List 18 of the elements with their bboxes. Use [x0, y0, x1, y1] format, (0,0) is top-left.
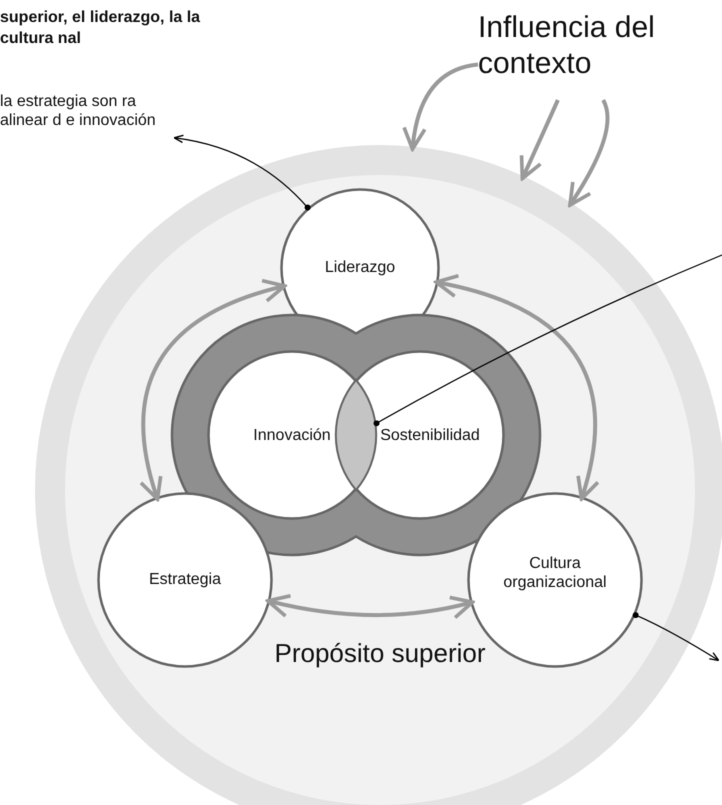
double-arrow	[266, 594, 474, 620]
leader-line	[374, 254, 722, 426]
node-label: Sostenibilidad	[379, 426, 481, 446]
leader-line	[173, 134, 311, 211]
node-label: Estrategia	[148, 570, 222, 590]
curved-heading: Propósito superior	[274, 638, 486, 670]
note-text: la estrategia son ra alinear d e innovación	[0, 92, 157, 130]
double-arrow	[140, 280, 286, 501]
node-label: Liderazgo	[324, 258, 396, 278]
node-label: Cultura organizacional	[502, 554, 608, 592]
leader-line	[632, 612, 720, 662]
curved-arrow	[402, 62, 478, 151]
node-label: Innovación	[252, 426, 332, 446]
curved-arrow	[520, 99, 560, 180]
curved-arrow	[568, 99, 610, 207]
double-arrow	[434, 274, 600, 501]
heading-text: superior, el liderazgo, la la cultura nal	[0, 8, 202, 49]
heading-text: Influencia del contexto	[478, 10, 656, 82]
